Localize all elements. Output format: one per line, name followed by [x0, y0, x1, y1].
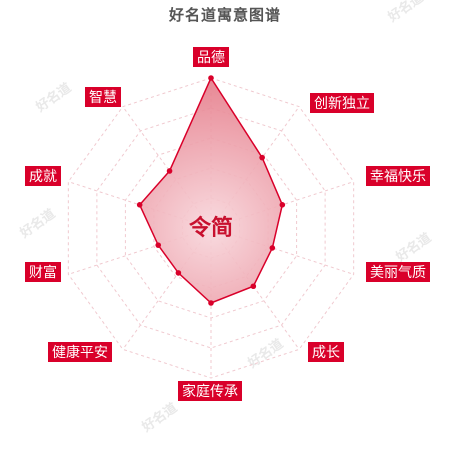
axis-label-bg: [25, 262, 61, 282]
data-area: [138, 76, 284, 304]
data-point-5: [250, 283, 257, 290]
watermark-text: 好名道: [392, 230, 434, 266]
axis-label-2: 创新独立: [314, 96, 370, 112]
axis-label-9: 成就: [29, 169, 57, 185]
axis-label-bg: [25, 166, 61, 186]
axis-label-6: 家庭传承: [182, 383, 238, 400]
watermark-text: 好名道: [244, 336, 286, 372]
axis-label-bg: [310, 93, 374, 113]
axis-label-5: 成长: [312, 345, 340, 361]
data-point-3: [279, 202, 286, 208]
axis-label-bg: [178, 381, 242, 401]
axis-label-10: 智慧: [89, 90, 117, 106]
data-point-7: [175, 270, 182, 276]
data-point-10: [166, 168, 173, 174]
axis-label-3: 幸福快乐: [370, 169, 426, 185]
axis-label-bg: [366, 166, 430, 186]
data-point-9: [136, 202, 143, 208]
axis-label-8: 健康平安: [52, 344, 108, 361]
axis-label-1: 品德: [197, 50, 225, 66]
data-point-6: [208, 300, 214, 306]
watermark-text: 好名道: [32, 80, 74, 116]
chart-title: 好名道寓意图谱: [168, 6, 281, 24]
watermark-text: 好名道: [384, 0, 426, 26]
watermark-text: 好名道: [138, 400, 180, 436]
data-point-4: [269, 245, 276, 251]
axis-label-bg: [308, 342, 344, 362]
data-point-2: [259, 154, 265, 161]
grid-ring: [96, 107, 326, 349]
axis-label-7: 财富: [29, 264, 57, 281]
axis-label-bg: [366, 262, 430, 282]
center-name: 令简: [189, 215, 233, 241]
data-point-1: [208, 75, 214, 81]
axis-label-bg: [85, 87, 121, 107]
axis-label-bg: [193, 47, 229, 67]
data-point-8: [155, 242, 162, 248]
axis-label-bg: [48, 342, 112, 362]
watermark-text: 好名道: [16, 206, 58, 242]
grid-ring: [67, 77, 355, 379]
axis-label-4: 美丽气质: [370, 265, 426, 281]
